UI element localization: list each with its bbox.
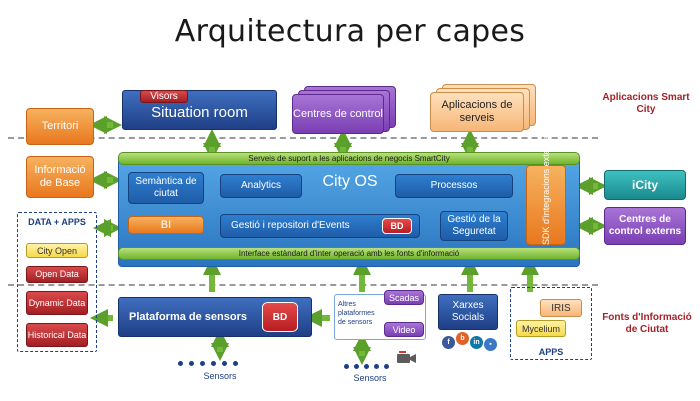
iris-box: IRIS — [540, 299, 582, 317]
xarxes-socials-label: Xarxes Socials — [451, 300, 485, 323]
sdk-box: SDK d'integracions externes — [526, 131, 566, 245]
icity-label: iCity — [631, 178, 658, 192]
processos-box: Processos — [395, 174, 513, 198]
historical-data-box: Historical Data — [26, 323, 88, 347]
aplicacions-serveis-label: Aplicacions de serveis — [441, 99, 513, 124]
altres-plataformes-label: Altres plataformes de sensors — [338, 301, 375, 326]
sensors-dots-1 — [178, 361, 238, 366]
data-apps-title: DATA + APPS — [28, 217, 86, 227]
events-bd-icon: BD — [382, 218, 412, 234]
open-data-box: Open Data — [26, 266, 88, 283]
bottom-separator — [8, 284, 598, 286]
linkedin-icon: in — [470, 336, 483, 349]
apps-smart-city-label: Aplicacions Smart City — [602, 92, 690, 115]
sensors-dots-2 — [344, 364, 389, 369]
core-top-bar: Serveis de suport a les aplicacions de n… — [118, 152, 580, 165]
sensors-label-2: Sensors — [353, 373, 387, 383]
sensors-label-1: Sensors — [203, 371, 237, 381]
video-box: Video — [384, 322, 424, 337]
sensor-dot — [189, 361, 194, 366]
core-bottom-bar: Interface estàndard d'inter operació amb… — [118, 247, 580, 260]
sensor-dot — [200, 361, 205, 366]
sensor-dot — [384, 364, 389, 369]
data-apps-frame — [17, 212, 97, 352]
centres-control-box: Centres de control — [292, 94, 384, 134]
iris-label: IRIS — [551, 302, 571, 314]
apps-frame — [510, 287, 592, 360]
semantica-box: Semàntica de ciutat — [128, 172, 204, 204]
mycelium-box: Mycelium — [516, 320, 566, 337]
city-open-box: City Open — [26, 243, 88, 258]
camera-icon — [397, 351, 416, 363]
aplicacions-serveis-box: Aplicacions de serveis — [430, 92, 524, 132]
plataforma-bd-icon: BD — [262, 302, 298, 332]
scadas-box: Scadas — [384, 290, 424, 305]
situation-room-label: Situation room — [151, 104, 248, 121]
sdk-label: SDK d'integracions externes — [541, 131, 551, 245]
gestio-seguretat-box: Gestió de la Seguretat — [440, 211, 508, 241]
analytics-box: Analytics — [220, 174, 302, 198]
plataforma-bd-label: BD — [272, 311, 288, 323]
sensor-dot — [374, 364, 379, 369]
sensor-dot — [364, 364, 369, 369]
sensor-dot — [222, 361, 227, 366]
territori-box: Territori — [26, 108, 94, 145]
top-separator — [8, 137, 598, 139]
diagram-title: Arquitectura per capes — [174, 14, 526, 49]
gestio-events-label: Gestió i repositori d'Events — [231, 220, 350, 231]
facebook-icon: f — [442, 336, 455, 349]
blogger-icon: b — [456, 332, 469, 345]
delicious-icon: ▪ — [484, 338, 497, 351]
visors-tag: Visors — [140, 90, 188, 103]
bi-box: BI — [128, 216, 204, 234]
city-os-label: City OS — [322, 173, 378, 190]
centres-externs-box: Centres de control externs — [604, 207, 686, 245]
plataforma-sensors-label: Plataforma de sensors — [129, 311, 247, 323]
info-base-box: Informació de Base — [26, 156, 94, 198]
sensor-dot — [233, 361, 238, 366]
sensor-dot — [178, 361, 183, 366]
sensor-dot — [211, 361, 216, 366]
apps-label: APPS — [538, 347, 564, 357]
sensor-dot — [354, 364, 359, 369]
xarxes-socials-box: Xarxes Socials — [438, 294, 498, 330]
fonts-info-label: Fonts d'Informació de Ciutat — [602, 312, 692, 335]
dynamic-data-box: Dynamic Data — [26, 291, 88, 315]
icity-box: iCity — [604, 170, 686, 200]
sensor-dot — [344, 364, 349, 369]
